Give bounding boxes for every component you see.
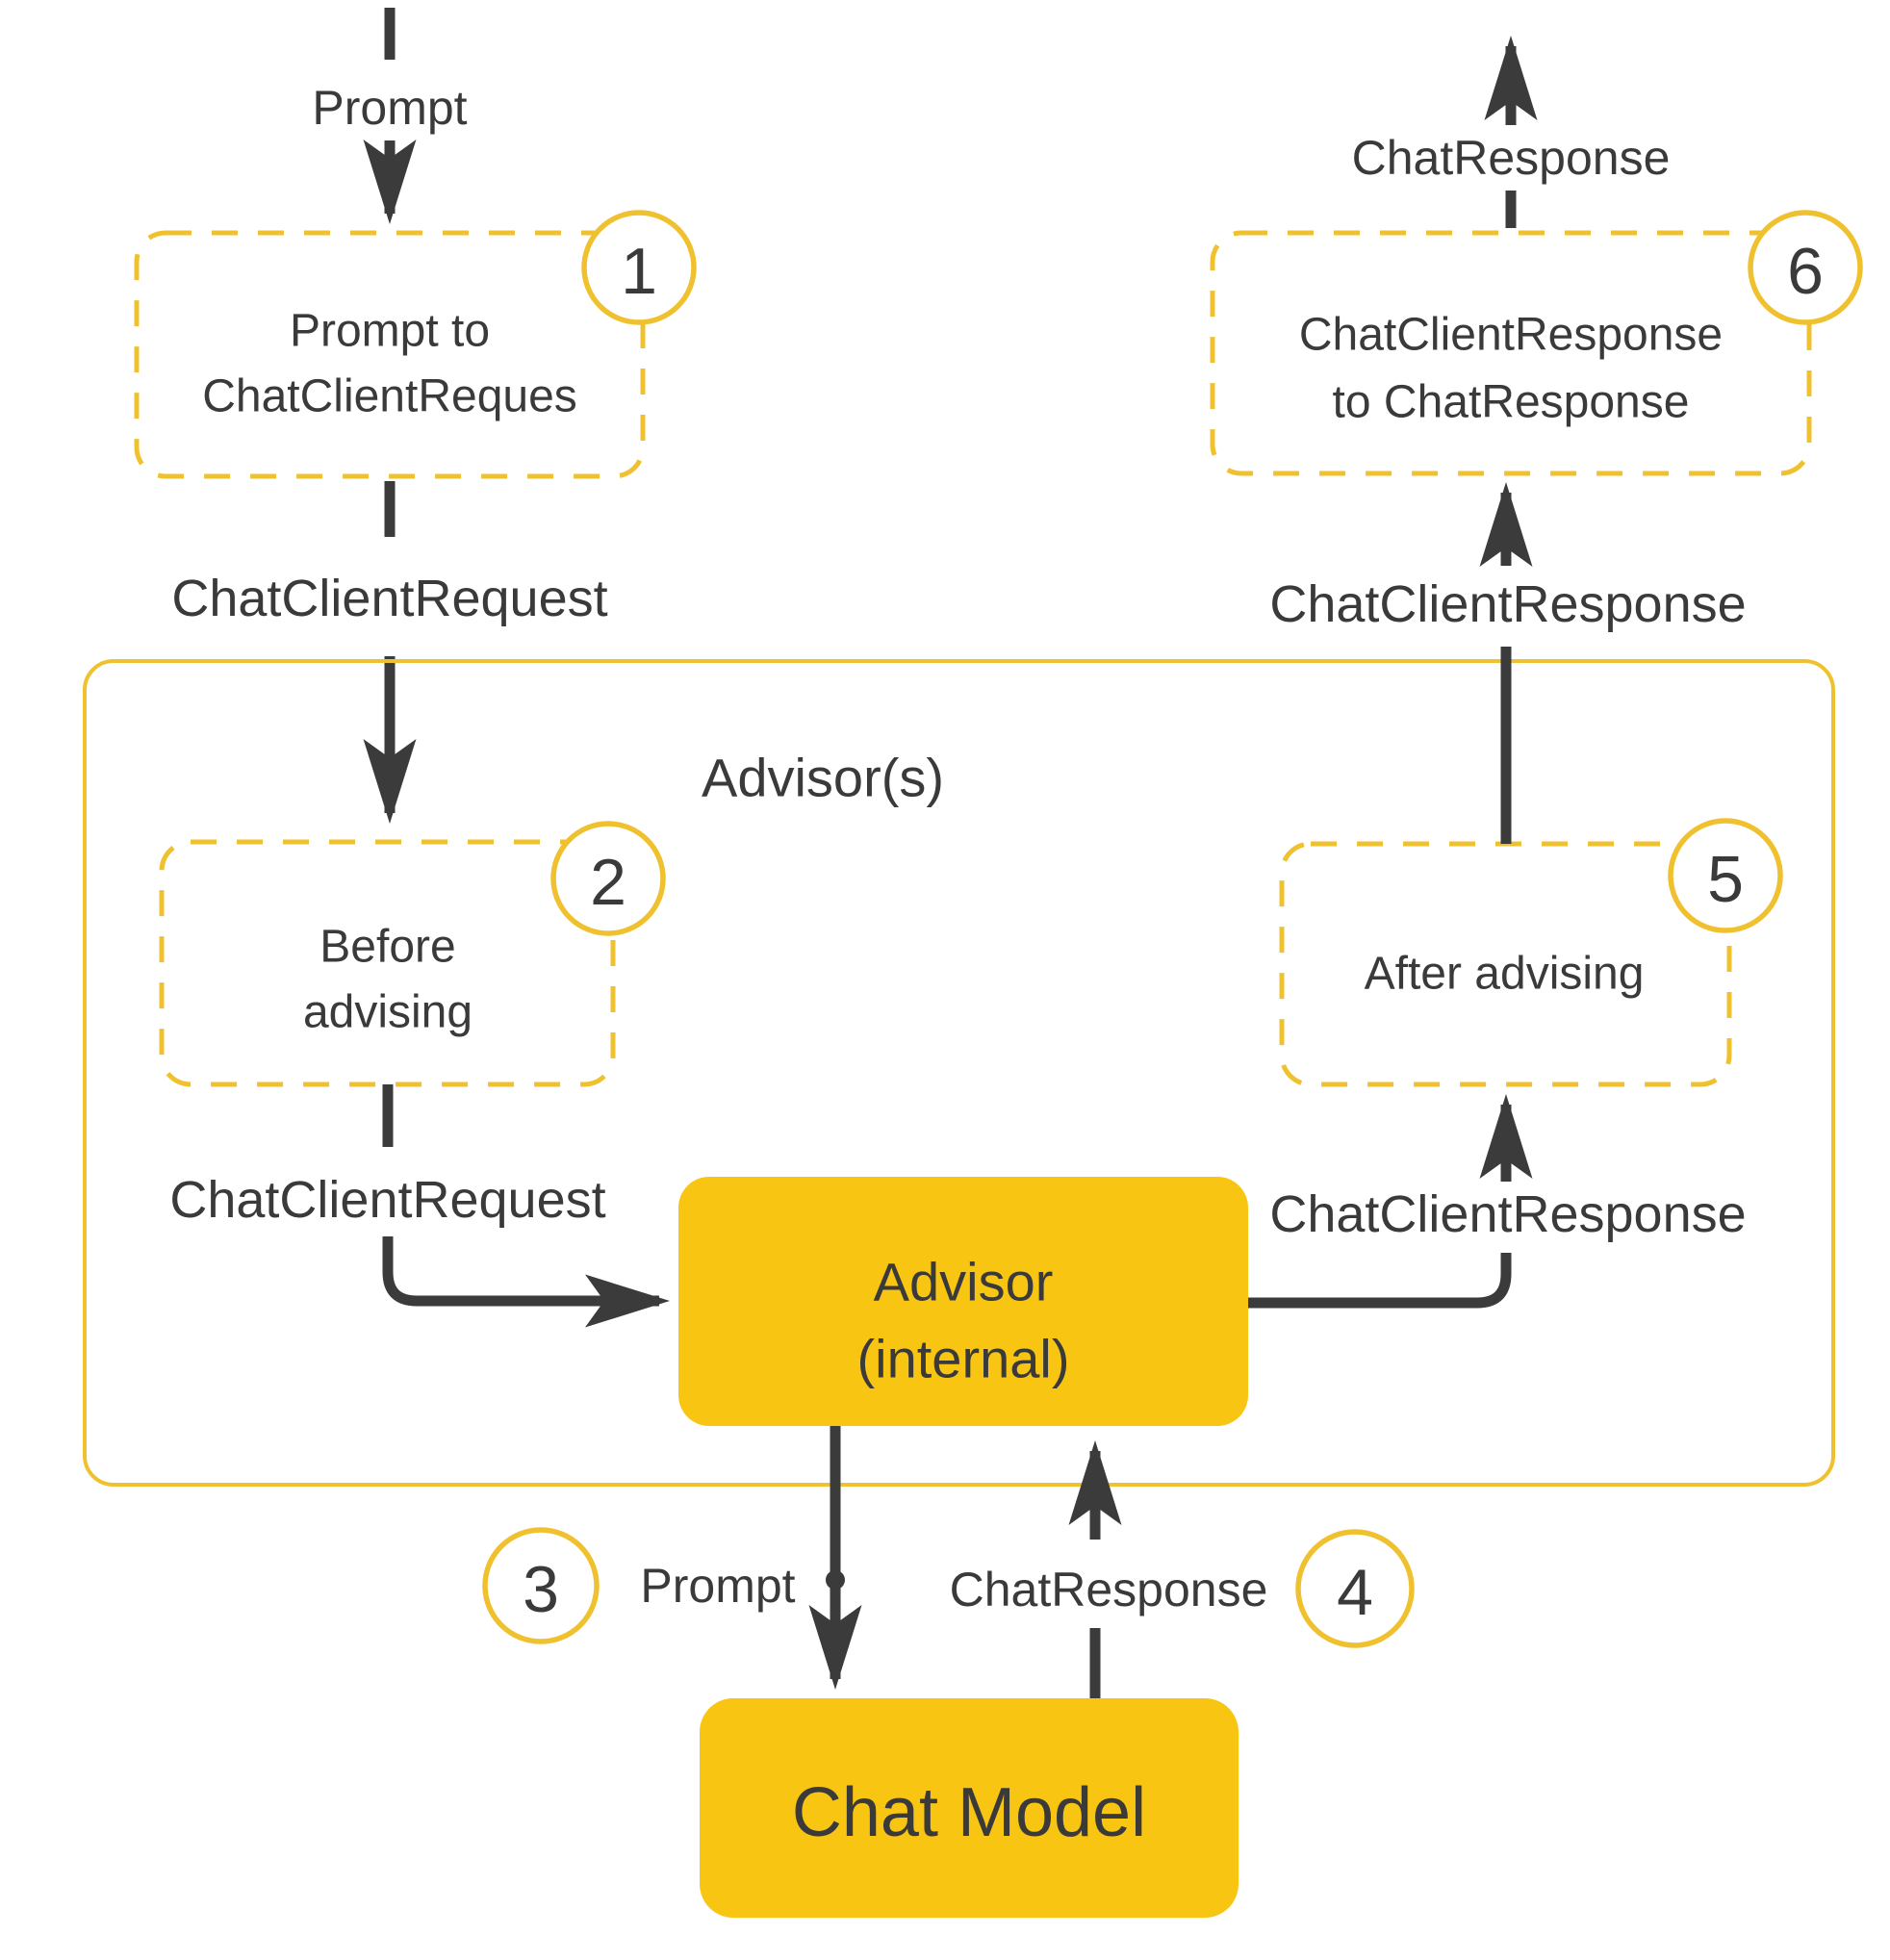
step4-badge-number: 4 [1337,1556,1373,1629]
step2-box [159,839,616,1087]
chat-client-request-outer-label: ChatClientRequest [171,570,607,627]
step1-badge [581,210,697,325]
step1-label-line2: ChatClientReques [202,371,577,422]
step1-badge-number: 1 [621,235,657,308]
step5-badge-number: 5 [1707,843,1744,916]
step6-box [1210,230,1812,476]
step6-label-line2: to ChatResponse [1333,377,1690,428]
chat-response-bottom-label: ChatResponse [950,1563,1268,1616]
step4-badge [1295,1529,1415,1648]
prompt-bottom-label: Prompt [640,1559,795,1613]
step3-badge-number: 3 [523,1553,559,1626]
step1-box [134,230,646,479]
chat-client-request-inner-label: ChatClientRequest [169,1171,605,1229]
step2-label-line2: advising [303,987,472,1038]
request-elbow-arrow [382,1236,670,1328]
step6-label-line1: ChatClientResponse [1299,310,1723,361]
prompt-top-label: Prompt [312,81,467,135]
step6-badge-number: 6 [1787,235,1824,308]
model-call-dot [826,1570,845,1590]
step2-badge [550,821,666,936]
step1-label-line1: Prompt to [290,306,490,357]
step3-badge [482,1527,600,1644]
step5-badge [1668,818,1783,933]
step2-badge-number: 2 [590,846,626,919]
advisor-internal-label-line1: Advisor [874,1252,1054,1312]
chat-client-response-outer-label: ChatClientResponse [1269,575,1746,633]
chat-model-label: Chat Model [792,1774,1146,1851]
chat-model-box [700,1698,1239,1918]
response-elbow-connector [1248,1253,1512,1309]
step2-label-line1: Before [319,922,455,973]
advisors-group-title: Advisor(s) [702,748,944,808]
advisors-group-box [83,659,1835,1487]
step5-label: After advising [1365,949,1645,1000]
advisor-internal-box [678,1177,1248,1426]
advisor-internal-label-line2: (internal) [857,1329,1070,1389]
chat-response-top-label: ChatResponse [1352,131,1671,185]
chat-client-response-inner-label: ChatClientResponse [1269,1185,1746,1243]
step6-badge [1748,210,1863,325]
